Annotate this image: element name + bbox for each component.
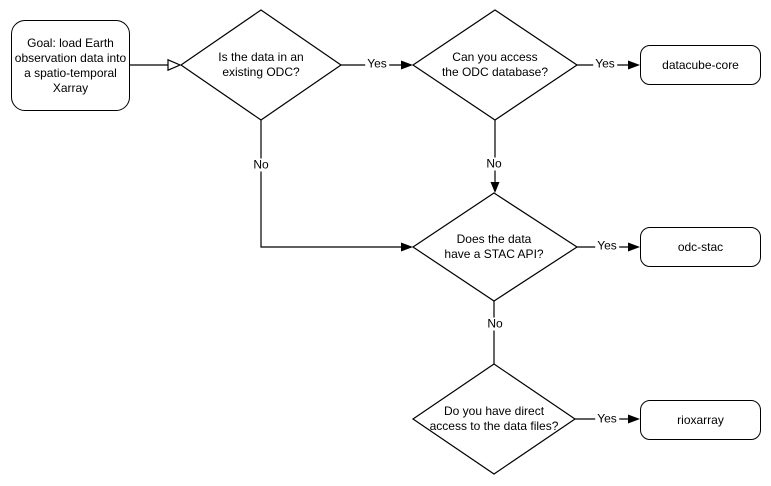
edge-label-stac-no: No — [485, 316, 505, 331]
node-goal-label: Goal: load Earth observation data into a… — [14, 35, 127, 95]
open-arrowhead-existing-odc — [167, 58, 182, 72]
edge-existing-odc-no — [260, 120, 401, 248]
node-goal: Goal: load Earth observation data into a… — [11, 20, 130, 111]
edge-label-stac-yes: Yes — [595, 238, 619, 253]
edge-label-odc-yes: Yes — [365, 56, 389, 71]
edge-label-files-yes: Yes — [595, 411, 619, 426]
arrowhead-stac-api-top — [490, 182, 500, 193]
node-rioxarray-label: rioxarray — [677, 413, 724, 427]
arrowhead-datacube-core — [628, 60, 640, 70]
decision-odc-database-shape — [411, 9, 579, 121]
node-odc-stac: odc-stac — [640, 227, 761, 267]
node-rioxarray: rioxarray — [640, 400, 761, 440]
arrowhead-odc-database — [401, 60, 413, 70]
edge-label-odc-no: No — [251, 157, 271, 172]
decision-stac-api-shape — [411, 192, 579, 302]
node-datacube-core: datacube-core — [640, 45, 761, 85]
decision-existing-odc-shape — [179, 9, 343, 121]
decision-direct-access-shape — [411, 363, 577, 475]
arrowhead-rioxarray — [628, 414, 640, 424]
edge-label-db-yes: Yes — [593, 56, 617, 71]
node-odc-stac-label: odc-stac — [677, 240, 724, 254]
arrowhead-odc-stac — [628, 242, 640, 252]
arrowhead-stac-api-left — [401, 242, 413, 252]
edge-label-db-no: No — [484, 156, 504, 171]
node-datacube-core-label: datacube-core — [662, 58, 739, 72]
